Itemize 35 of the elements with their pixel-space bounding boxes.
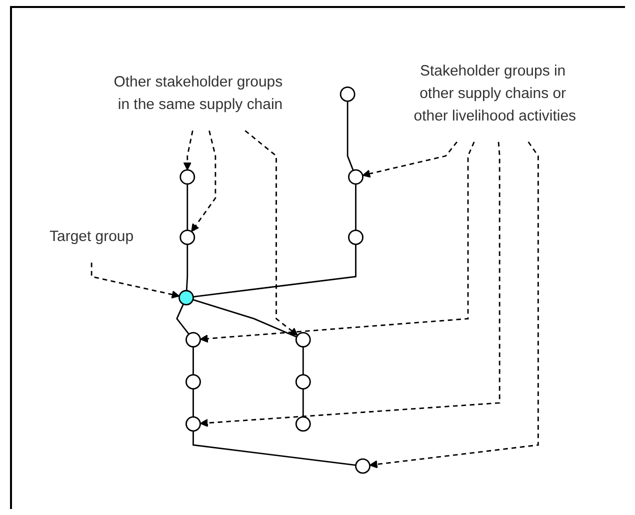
connector	[346, 101, 354, 171]
node-circle	[186, 374, 201, 390]
arrow	[200, 142, 475, 343]
connector	[192, 347, 194, 376]
node-circle	[295, 416, 311, 432]
node-text: Target group	[50, 229, 134, 246]
node-text: Other stakeholder groups in the same supply chain	[114, 74, 283, 114]
connector	[186, 244, 188, 291]
arrow	[362, 142, 458, 178]
node-circle	[295, 374, 311, 390]
node-circle	[180, 230, 196, 246]
node-circle	[186, 416, 201, 432]
arrow	[183, 130, 194, 171]
arrow	[90, 262, 180, 299]
connector	[192, 299, 297, 338]
connector	[302, 389, 304, 418]
node-text: Stakeholder groups in other supply chains or other livelihood activities	[414, 64, 576, 124]
node-circle	[355, 458, 370, 474]
connector	[355, 184, 356, 231]
node-circle	[180, 170, 196, 185]
connector	[192, 431, 356, 466]
connector	[193, 244, 356, 298]
arrow	[244, 130, 298, 336]
arrow	[200, 142, 500, 428]
node-circle	[186, 332, 201, 348]
node-circle	[348, 170, 364, 185]
node-circle	[348, 230, 364, 246]
arrow	[191, 130, 216, 232]
node-circle	[340, 86, 356, 102]
node-circle	[178, 290, 194, 306]
connector	[192, 389, 194, 418]
connector	[186, 184, 188, 231]
connector	[302, 347, 304, 376]
arrow	[369, 142, 539, 469]
node-circle	[295, 332, 311, 348]
